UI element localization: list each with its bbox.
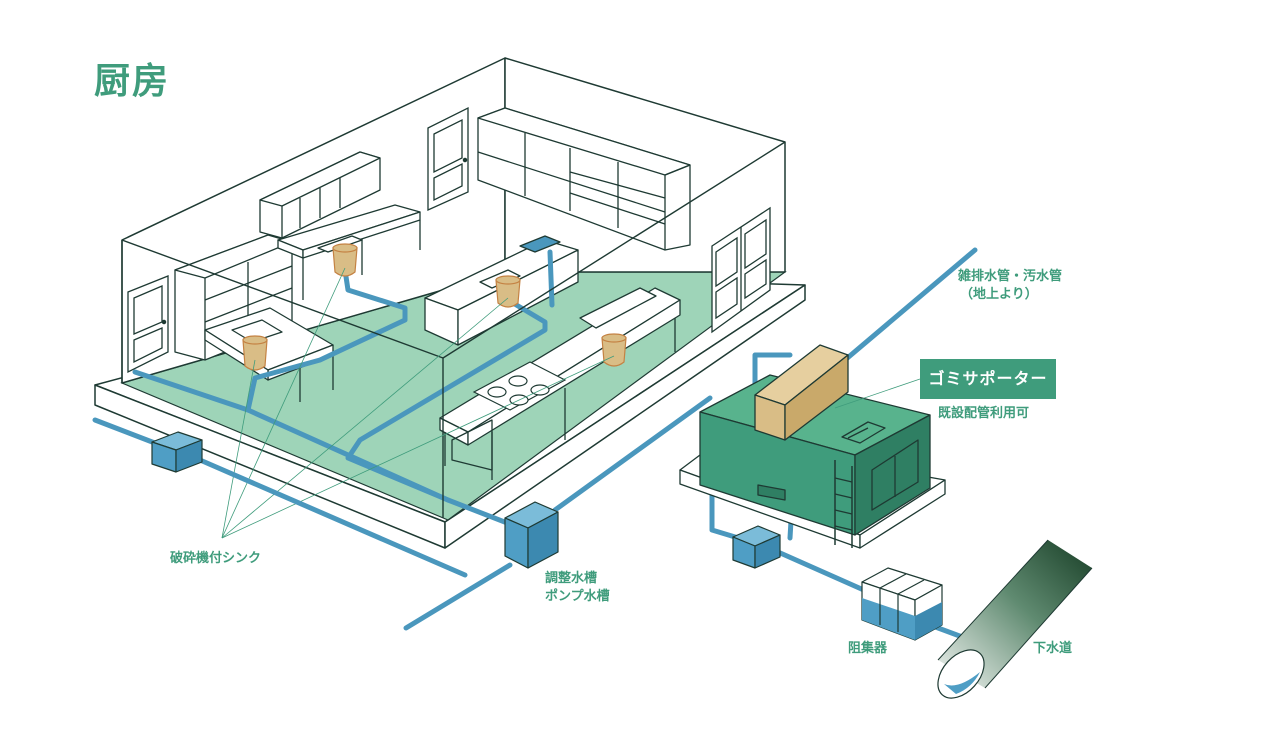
drain-pipe-label-2: （地上より） (960, 287, 1038, 302)
page-title: 厨房 (94, 61, 171, 102)
back-door (427, 106, 469, 212)
grease-interceptor (861, 567, 943, 641)
disposer-3 (242, 335, 268, 371)
left-shelf-unit (259, 151, 381, 239)
product-badge: ゴミサポーター (920, 359, 1056, 399)
disposer-sink-label: 破砕機付シンク (170, 551, 262, 566)
product-leader-line (834, 378, 921, 409)
interceptor-label: 阻集器 (848, 641, 888, 656)
sewer-pipe (937, 539, 1093, 699)
pipe-box-left (151, 431, 203, 473)
pump-tank-label: ポンプ水槽 (545, 589, 610, 604)
pipe-box-adjustment-tank (504, 501, 559, 569)
disposer-4 (601, 333, 627, 367)
sewer-label: 下水道 (1033, 641, 1073, 656)
disposer-2 (495, 275, 521, 308)
disposers (242, 243, 627, 371)
front-glass-walls (121, 141, 786, 518)
disposer-1 (332, 243, 358, 277)
drain-pipe-label-1: 雑排水管・汚水管 (958, 269, 1063, 284)
right-double-door (711, 206, 771, 334)
wall-cabinets (477, 107, 691, 251)
crusher-box (754, 344, 849, 441)
left-door (127, 275, 169, 374)
stove-burners (472, 361, 567, 411)
adjustment-tank-label: 調整水槽 (545, 571, 598, 586)
existing-pipe-label: 既設配管利用可 (938, 406, 1030, 421)
disposer-leader-lines (221, 267, 615, 539)
pipe-box-right (732, 525, 781, 569)
